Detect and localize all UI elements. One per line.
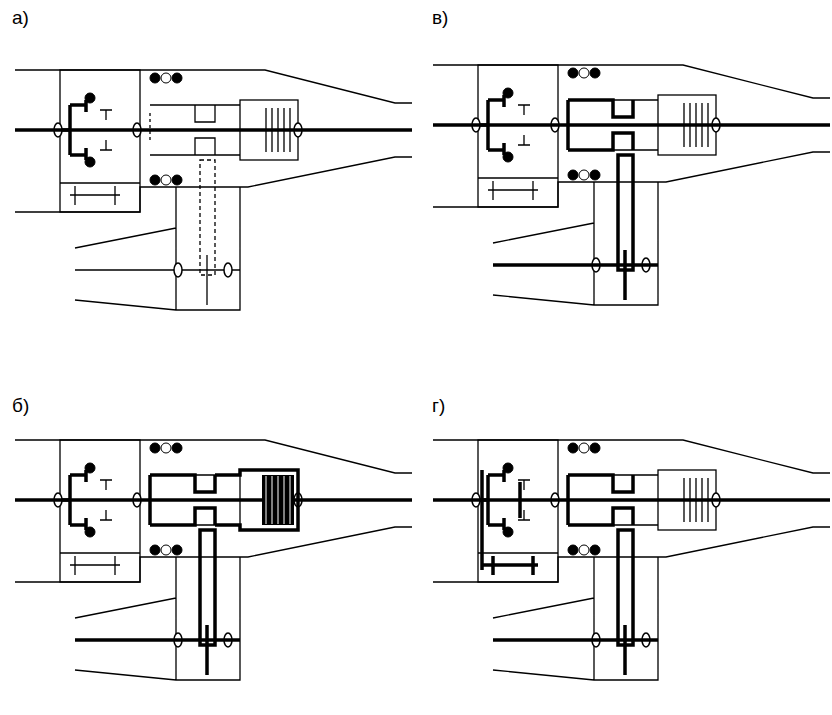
scheme-base [433, 65, 830, 305]
panel-label: г) [432, 396, 445, 417]
active-path [75, 470, 298, 675]
scheme-g [433, 440, 830, 680]
sleeve [568, 475, 633, 525]
scheme-base [433, 440, 830, 680]
reduction-gear [482, 470, 538, 575]
output-shaft [493, 250, 658, 300]
clutch-drum [215, 470, 298, 530]
clutch-plates [266, 476, 290, 524]
output-shaft [75, 625, 240, 675]
clutch-pack [262, 475, 294, 525]
panel-label: а) [12, 8, 29, 29]
sleeve [568, 100, 633, 150]
active-path [493, 100, 658, 300]
scheme-base [15, 70, 412, 310]
sleeve [150, 475, 215, 525]
panel-label: в) [432, 8, 448, 29]
scheme-a [15, 70, 412, 310]
active-path [482, 470, 658, 675]
scheme-v [433, 65, 830, 305]
scheme-base [15, 440, 412, 680]
output-shaft [493, 625, 658, 675]
chain-drive [200, 160, 215, 275]
panel-label: б) [12, 396, 29, 417]
scheme-b [15, 440, 412, 680]
